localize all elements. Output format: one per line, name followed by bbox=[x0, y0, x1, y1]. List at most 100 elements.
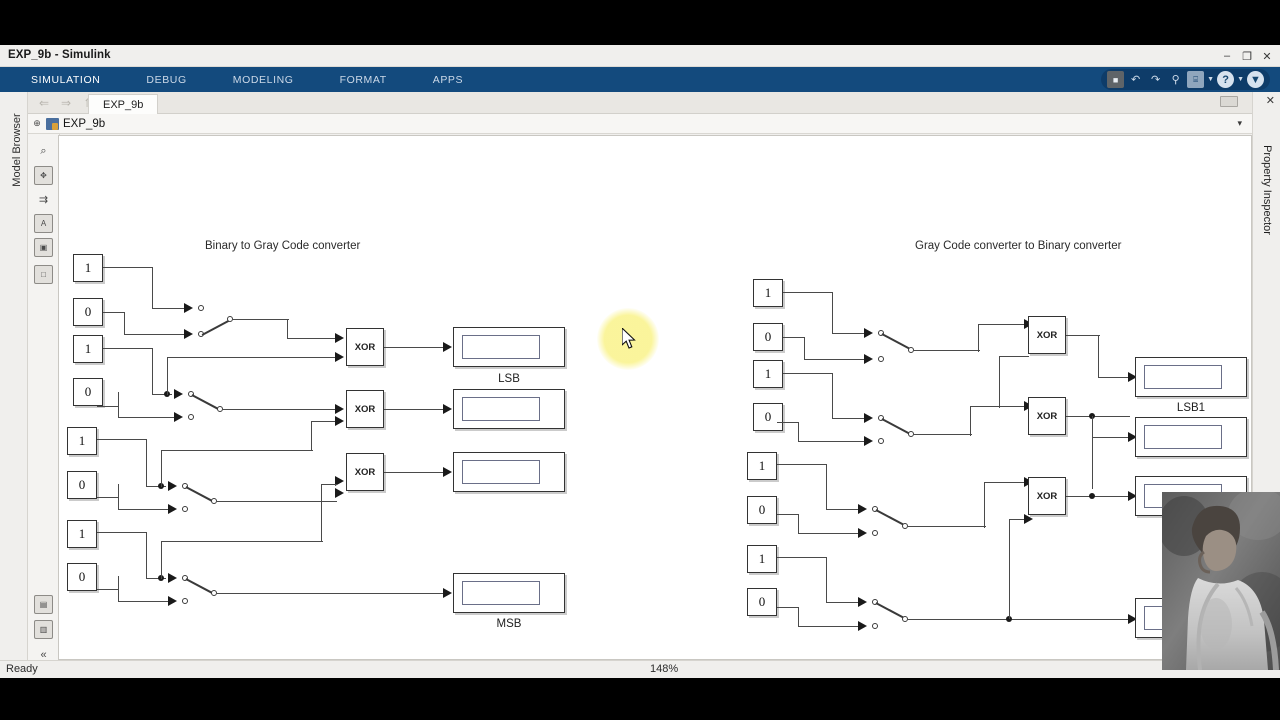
minimize-button[interactable]: – bbox=[1223, 50, 1231, 62]
signal-wire[interactable] bbox=[1066, 416, 1130, 418]
constant-block[interactable]: 1 bbox=[753, 360, 783, 388]
signal-wire[interactable] bbox=[161, 541, 323, 543]
zoom-icon[interactable]: ⌕ bbox=[40, 145, 47, 157]
manual-switch-lever[interactable] bbox=[881, 333, 911, 350]
tab-modeling[interactable]: MODELING bbox=[232, 73, 294, 86]
signal-wire[interactable] bbox=[1092, 437, 1094, 489]
tab-debug[interactable]: DEBUG bbox=[146, 73, 187, 86]
signal-wire[interactable] bbox=[1066, 496, 1130, 498]
constant-block[interactable]: 1 bbox=[747, 452, 777, 480]
switch-terminal[interactable] bbox=[872, 506, 878, 512]
constant-block[interactable]: 1 bbox=[73, 335, 103, 363]
manual-switch-lever[interactable] bbox=[881, 418, 911, 435]
switch-output-terminal[interactable] bbox=[211, 590, 217, 596]
signal-wire[interactable] bbox=[146, 578, 166, 580]
signal-wire[interactable] bbox=[798, 626, 860, 628]
display-block[interactable] bbox=[453, 452, 565, 492]
signal-wire[interactable] bbox=[118, 509, 168, 511]
signal-wire[interactable] bbox=[146, 532, 148, 579]
signal-wire[interactable] bbox=[826, 464, 828, 510]
display-block[interactable] bbox=[453, 327, 565, 367]
signal-wire[interactable] bbox=[161, 450, 313, 452]
signal-wire[interactable] bbox=[1009, 519, 1026, 521]
signal-wire[interactable] bbox=[783, 292, 833, 294]
signal-wire[interactable] bbox=[783, 337, 805, 339]
signal-wire[interactable] bbox=[908, 526, 986, 528]
xor-gate[interactable]: XOR bbox=[346, 453, 384, 491]
signal-wire[interactable] bbox=[798, 422, 800, 442]
signal-wire[interactable] bbox=[826, 509, 860, 511]
signal-wire[interactable] bbox=[287, 319, 289, 339]
signal-wire[interactable] bbox=[384, 347, 445, 349]
signal-wire[interactable] bbox=[783, 373, 833, 375]
restore-button[interactable]: ❐ bbox=[1242, 50, 1252, 63]
signal-wire[interactable] bbox=[118, 392, 120, 418]
switch-terminal[interactable] bbox=[872, 599, 878, 605]
signal-wire[interactable] bbox=[152, 308, 186, 310]
signal-wire[interactable] bbox=[146, 486, 166, 488]
signal-wire[interactable] bbox=[97, 497, 119, 499]
signal-wire[interactable] bbox=[1009, 519, 1011, 619]
manual-switch-lever[interactable] bbox=[191, 394, 219, 410]
manual-switch-lever[interactable] bbox=[185, 486, 213, 502]
switch-terminal[interactable] bbox=[188, 414, 194, 420]
signal-wire[interactable] bbox=[777, 557, 827, 559]
switch-output-terminal[interactable] bbox=[217, 406, 223, 412]
signal-wire[interactable] bbox=[1098, 377, 1130, 379]
signal-wire[interactable] bbox=[103, 267, 153, 269]
display-block[interactable] bbox=[1135, 417, 1247, 457]
tab-format[interactable]: FORMAT bbox=[339, 73, 387, 86]
expand-icon[interactable]: ⊕ bbox=[33, 118, 41, 128]
signal-wire[interactable] bbox=[914, 350, 980, 352]
switch-terminal[interactable] bbox=[182, 506, 188, 512]
xor-gate[interactable]: XOR bbox=[346, 390, 384, 428]
signal-wire[interactable] bbox=[832, 333, 866, 335]
constant-block[interactable]: 0 bbox=[753, 403, 783, 431]
layout-caret-icon[interactable]: ▼ bbox=[1207, 76, 1215, 83]
help-caret-icon[interactable]: ▼ bbox=[1237, 76, 1244, 83]
signal-wire[interactable] bbox=[118, 576, 120, 602]
model-browser-dock[interactable]: Model Browser bbox=[0, 92, 28, 678]
signal-wire[interactable] bbox=[233, 319, 289, 321]
annotation-icon[interactable]: A bbox=[34, 214, 53, 233]
tab-apps[interactable]: APPS bbox=[432, 73, 464, 86]
signal-wire[interactable] bbox=[832, 418, 866, 420]
constant-block[interactable]: 0 bbox=[67, 471, 97, 499]
back-icon[interactable]: ⇐ bbox=[38, 96, 50, 110]
redo-icon[interactable]: ↷ bbox=[1151, 74, 1161, 86]
signal-wire[interactable] bbox=[167, 357, 169, 395]
signal-wire[interactable] bbox=[999, 356, 1001, 408]
signal-wire[interactable] bbox=[97, 532, 147, 534]
signal-wire[interactable] bbox=[152, 394, 172, 396]
signal-wire[interactable] bbox=[777, 607, 799, 609]
collapse-panel-icon[interactable]: « bbox=[40, 648, 47, 661]
chevron-down-icon[interactable]: ▾ bbox=[1237, 118, 1242, 128]
constant-block[interactable]: 1 bbox=[73, 254, 103, 282]
constant-block[interactable]: 0 bbox=[753, 323, 783, 351]
signal-wire[interactable] bbox=[103, 348, 153, 350]
constant-block[interactable]: 0 bbox=[73, 378, 103, 406]
switch-output-terminal[interactable] bbox=[902, 523, 908, 529]
signal-wire[interactable] bbox=[978, 324, 1026, 326]
signal-wire[interactable] bbox=[311, 421, 313, 451]
signal-wire[interactable] bbox=[167, 357, 337, 359]
signal-wire[interactable] bbox=[1092, 437, 1130, 439]
signal-wire[interactable] bbox=[1098, 335, 1100, 378]
signal-wire[interactable] bbox=[1066, 335, 1100, 337]
switch-terminal[interactable] bbox=[878, 356, 884, 362]
signal-wire[interactable] bbox=[798, 607, 800, 627]
manual-switch-lever[interactable] bbox=[185, 578, 213, 594]
keyboard-icon[interactable] bbox=[1220, 96, 1238, 107]
close-icon[interactable]: ✕ bbox=[1265, 95, 1275, 107]
signal-wire[interactable] bbox=[978, 324, 980, 352]
signal-wire[interactable] bbox=[152, 348, 154, 395]
print-icon[interactable]: ▥ bbox=[34, 620, 53, 639]
constant-block[interactable]: 0 bbox=[73, 298, 103, 326]
signal-wire[interactable] bbox=[217, 501, 337, 503]
signal-wire[interactable] bbox=[321, 484, 337, 486]
forward-icon[interactable]: ⇒ bbox=[60, 96, 72, 110]
display-block[interactable] bbox=[453, 573, 565, 613]
signal-direction-icon[interactable]: ⇉ bbox=[38, 194, 49, 206]
breadcrumb-model-name[interactable]: EXP_9b bbox=[63, 117, 106, 130]
switch-terminal[interactable] bbox=[182, 483, 188, 489]
